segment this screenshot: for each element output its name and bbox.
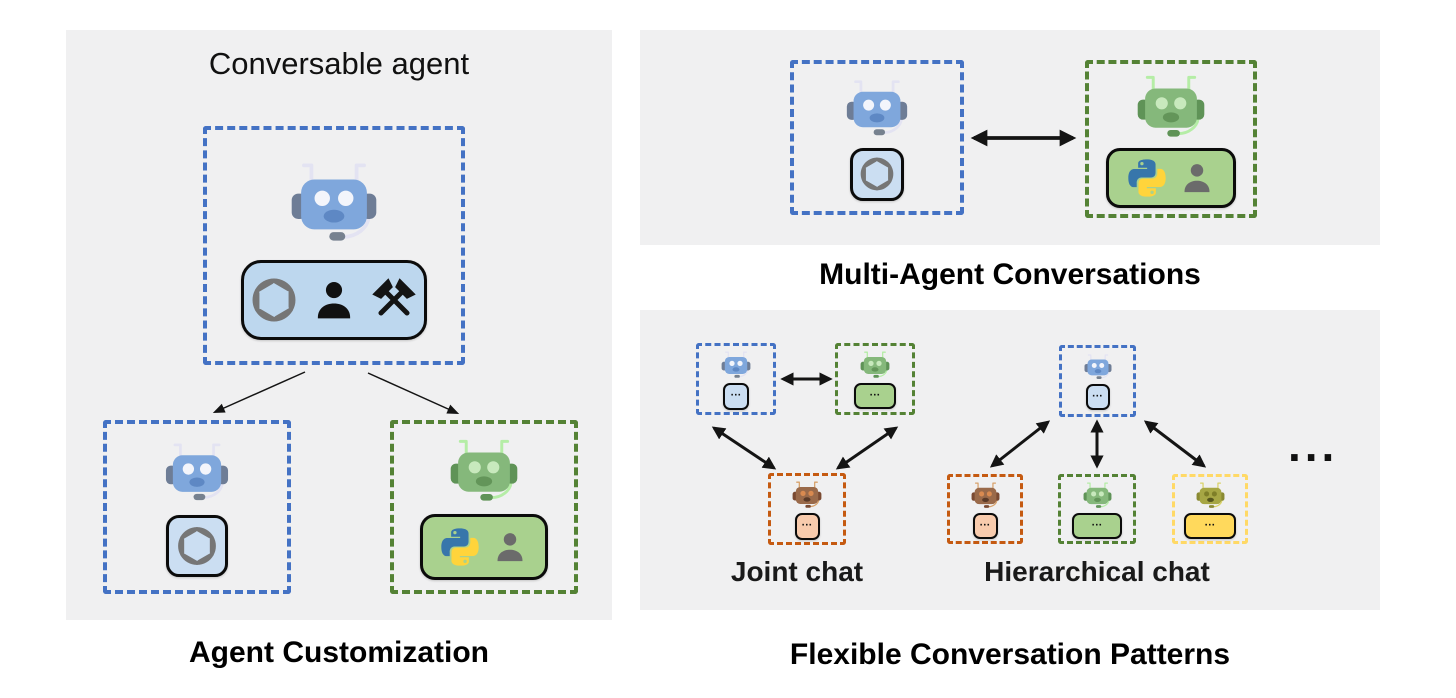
conversable-agent-title: Conversable agent [208, 46, 470, 81]
robot-icon [857, 349, 893, 381]
openai-logo-icon [858, 155, 896, 193]
robot-icon [443, 434, 525, 508]
chat-tile-ellipsis: ... [1091, 516, 1103, 529]
panel-caption-agent-customization: Agent Customization [189, 636, 489, 669]
arrow [367, 372, 460, 414]
robot-icon [718, 349, 754, 381]
arrow [212, 371, 306, 413]
code-human-tile [420, 514, 548, 580]
chat-tile: ... [1072, 512, 1122, 539]
customization-arrows [212, 371, 460, 414]
double-arrow-icon [711, 426, 777, 470]
crossed-hammers-icon [369, 275, 419, 325]
joint-chat-agent-green: ... [835, 343, 915, 415]
hierarchical-chat-label: Hierarchical chat [984, 556, 1210, 587]
robot-icon [282, 156, 386, 250]
robot-icon [1080, 480, 1115, 511]
chat-tile: ... [972, 512, 998, 539]
chat-tile: ... [854, 383, 896, 409]
agent-customization-panel: Conversable agent [66, 30, 612, 620]
llm-tile [166, 514, 228, 577]
chat-tile: ... [723, 382, 749, 410]
person-icon [312, 278, 356, 322]
openai-logo-icon [249, 275, 299, 325]
joint-chat-agent-blue: ... [696, 343, 776, 415]
joint-chat-label: Joint chat [730, 556, 864, 587]
chat-tile: ... [794, 512, 820, 540]
person-icon [1180, 161, 1214, 195]
user-proxy-agent-box [1085, 60, 1257, 218]
hierarchical-chat-agent-orange: ... [947, 474, 1023, 544]
openai-logo-icon [175, 524, 219, 568]
hierarchical-chat-agent-green: ... [1058, 474, 1136, 544]
chat-tile-ellipsis: ... [801, 516, 813, 529]
double-arrow-icon [989, 420, 1051, 468]
assistant-agent-box [790, 60, 964, 215]
conversation-patterns-panel: ... ... ... [640, 310, 1380, 610]
llm-tile [850, 147, 904, 201]
assistant-agent-box [103, 420, 291, 594]
hierarchical-chat-agent-yellow: ... [1172, 474, 1248, 544]
chat-tile-ellipsis: ... [869, 386, 881, 399]
person-icon [493, 530, 527, 564]
python-logo-icon [441, 528, 479, 566]
robot-icon [1193, 480, 1228, 511]
multi-agent-panel [640, 30, 1380, 245]
capability-box [241, 259, 427, 340]
pattern-arrows [711, 372, 1207, 470]
chat-tile-ellipsis: ... [730, 386, 742, 399]
chat-tile-ellipsis: ... [1204, 516, 1216, 529]
chat-tile: ... [1184, 512, 1236, 539]
chat-tile-ellipsis: ... [1092, 387, 1103, 400]
more-patterns-ellipsis: ... [1288, 419, 1339, 471]
hierarchical-chat-agent-blue: ... [1059, 345, 1136, 417]
chat-tile: ... [1085, 384, 1110, 410]
double-arrow-icon [835, 426, 899, 470]
code-human-tile [1106, 148, 1236, 208]
robot-icon [789, 479, 825, 511]
conversable-agent-box [203, 126, 465, 365]
robot-icon [968, 480, 1003, 511]
conversation-arrow [970, 129, 1077, 147]
robot-icon [1130, 70, 1212, 144]
panel-caption-multi-agent: Multi-Agent Conversations [819, 258, 1201, 291]
chat-tile-ellipsis: ... [979, 516, 991, 529]
robot-icon [1081, 352, 1115, 382]
double-arrow-icon [1143, 420, 1207, 468]
robot-icon [159, 438, 235, 507]
joint-chat-agent-orange: ... [768, 473, 846, 545]
panel-caption-flexible-patterns: Flexible Conversation Patterns [789, 638, 1231, 671]
python-logo-icon [1128, 159, 1166, 197]
user-proxy-agent-box [390, 420, 578, 594]
robot-icon [840, 75, 914, 142]
